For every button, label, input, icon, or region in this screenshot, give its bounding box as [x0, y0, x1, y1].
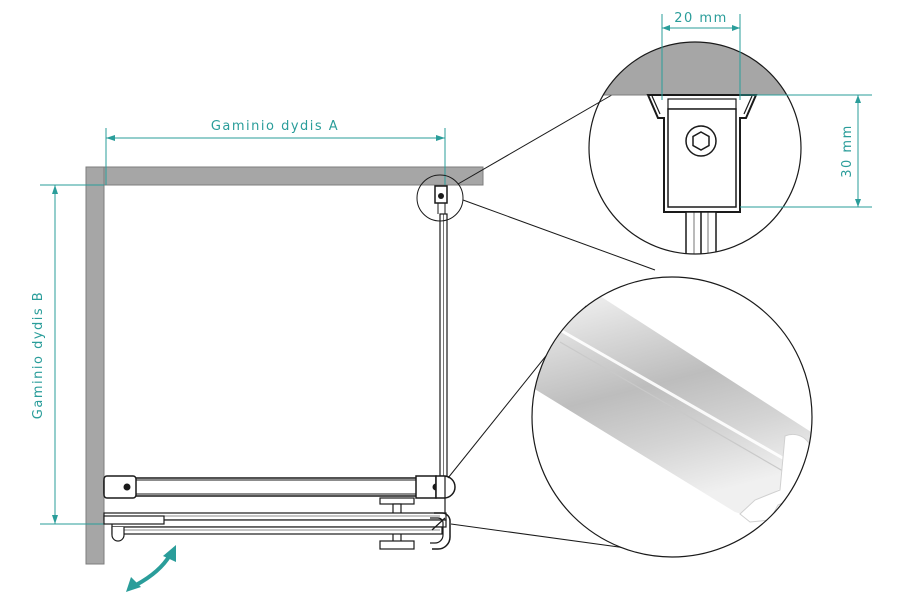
dimension-bracket-depth: [740, 94, 872, 208]
sliding-door-assembly: [103, 475, 456, 550]
seal-profile-circle: [531, 276, 813, 558]
wall-bracket-small: [416, 174, 464, 222]
wall-corner: [85, 166, 484, 565]
bracket-detail-zoom: [588, 41, 802, 255]
dimension-bracket-depth-label: 30 mm: [840, 124, 855, 178]
door-handle-top: [379, 497, 415, 505]
bracket-detail-circle: [588, 41, 802, 255]
dimension-a-label: Gaminio dydis A: [211, 119, 339, 134]
side-glass-panel: [439, 213, 448, 477]
dimension-b: [40, 184, 104, 525]
dimension-b-label: Gaminio dydis B: [31, 291, 46, 419]
swing-direction-arrow-icon: [126, 545, 176, 592]
left-wall: [85, 166, 105, 565]
dimension-bracket-width: [661, 14, 741, 100]
door-handle-bottom: [379, 540, 415, 550]
dimension-bracket-width-label: 20 mm: [674, 11, 728, 26]
left-wall-profile: [103, 475, 137, 499]
dimension-a: [105, 128, 446, 185]
seal-profile-zoom: [531, 276, 813, 558]
zoom-connector-top: [457, 91, 656, 271]
